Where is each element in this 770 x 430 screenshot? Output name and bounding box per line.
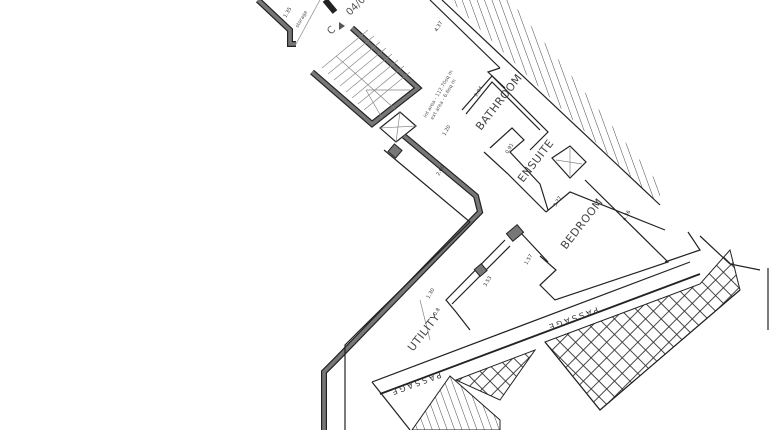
reference-letter: C xyxy=(325,24,338,37)
tiled-terrace xyxy=(411,235,761,430)
dimension-label: 0.8 xyxy=(433,307,442,317)
dimension-label: 1.35 xyxy=(283,6,294,19)
dimension-label: 4.36 xyxy=(622,209,633,222)
dimension-label: 1.20 xyxy=(442,124,453,137)
lift-shaft xyxy=(379,111,417,159)
dimension-label: 2.04 xyxy=(474,85,485,98)
stairwell xyxy=(310,25,423,128)
dimension-label: 1.30 xyxy=(426,287,437,300)
dimension-label: 4.37 xyxy=(434,20,445,33)
passage-bands xyxy=(371,231,701,430)
bathroom-label: BATHROOM xyxy=(473,72,525,133)
dimension-label: 1.57 xyxy=(524,253,535,266)
reference-arrow xyxy=(339,22,345,30)
utility-walls xyxy=(419,239,511,341)
dimension-label: 0.91 xyxy=(505,142,516,155)
storage-walls xyxy=(255,0,338,47)
dimension-label: 2.60 xyxy=(436,164,447,177)
bedroom-walls xyxy=(505,179,670,301)
corridor-wall xyxy=(321,133,484,430)
reference-sheet: 04/06 xyxy=(344,0,372,18)
dimension-label: 3.53 xyxy=(483,275,494,288)
bathroom-ensuite-walls xyxy=(461,75,666,231)
dimension-label: 3.27 xyxy=(553,195,564,208)
balcony xyxy=(429,0,661,206)
bedroom-label: BEDROOM xyxy=(558,196,606,252)
storage-note: storage xyxy=(295,10,310,29)
passage-lower-label: PASSAGE xyxy=(388,370,442,397)
